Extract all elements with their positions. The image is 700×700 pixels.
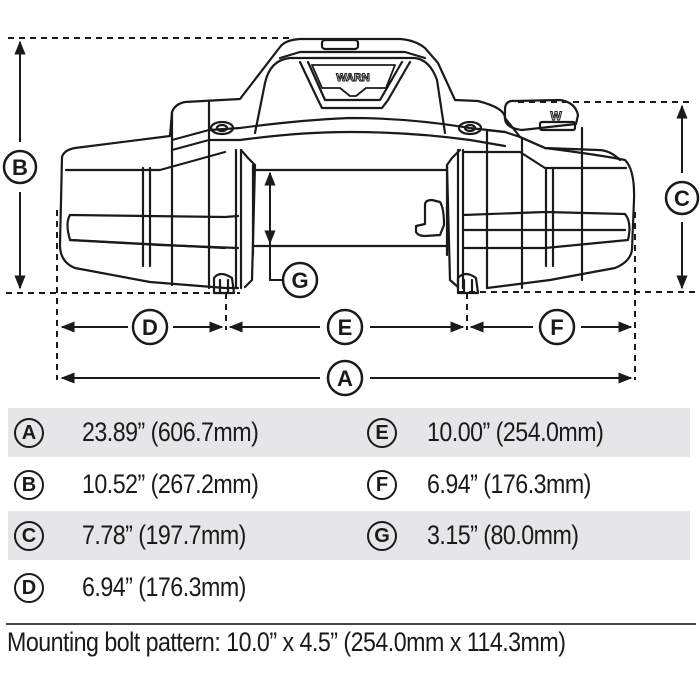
dimension-arrows (14, 40, 688, 384)
spec-value-c: 7.78” (197.7mm) (82, 520, 246, 550)
label-badge-f: F (367, 469, 397, 500)
label-badge-g: G (367, 520, 397, 551)
spec-g: G 3.15” (80.0mm) (367, 511, 603, 560)
spec-value-a: 23.89” (606.7mm) (82, 417, 259, 447)
spec-value-b: 10.52” (267.2mm) (82, 469, 259, 499)
footer-divider (6, 623, 696, 625)
spec-e: E 10.00” (254.0mm) (367, 408, 632, 457)
spec-value-d: 6.94” (176.3mm) (82, 572, 246, 602)
svg-text:E: E (338, 315, 353, 340)
svg-text:F: F (550, 315, 563, 340)
spec-b: B 10.52” (267.2mm) (14, 460, 287, 509)
spec-row: A 23.89” (606.7mm) E 10.00” (254.0mm) (8, 408, 690, 457)
spec-c: C 7.78” (197.7mm) (14, 511, 273, 560)
label-badge-c: C (14, 520, 44, 551)
svg-text:D: D (142, 315, 158, 340)
svg-text:A: A (337, 366, 353, 391)
label-badge-b: B (14, 469, 44, 500)
winch-outline (58, 37, 636, 295)
svg-text:B: B (12, 155, 28, 180)
dimension-label-b: B (2, 149, 38, 185)
svg-text:C: C (674, 186, 690, 211)
spec-row: D 6.94” (176.3mm) (8, 563, 690, 612)
label-badge-d: D (14, 572, 44, 603)
dimension-label-d: D (131, 308, 169, 346)
warn-side-logo: W (550, 109, 562, 123)
spec-value-e: 10.00” (254.0mm) (427, 417, 604, 447)
dimension-label-a: A (326, 359, 364, 397)
spec-value-f: 6.94” (176.3mm) (427, 469, 591, 499)
dimension-label-c: C (664, 180, 700, 216)
label-badge-e: E (367, 417, 397, 448)
svg-text:G: G (291, 268, 308, 293)
dimension-label-e: E (326, 308, 364, 346)
spec-a: A 23.89” (606.7mm) (14, 408, 287, 457)
spec-row: B 10.52” (267.2mm) F 6.94” (176.3mm) (8, 460, 690, 509)
warn-logo: WARN (336, 72, 370, 84)
spec-f: F 6.94” (176.3mm) (367, 460, 618, 509)
winch-dimension-diagram: WARN W B (2, 37, 700, 397)
spec-row: C 7.78” (197.7mm) G 3.15” (80.0mm) (8, 511, 690, 560)
dimension-label-f: F (538, 308, 576, 346)
dimension-label-g: G (281, 261, 319, 299)
spec-value-g: 3.15” (80.0mm) (427, 520, 579, 550)
mounting-bolt-pattern: Mounting bolt pattern: 10.0” x 4.5” (254… (7, 626, 566, 657)
label-badge-a: A (14, 417, 44, 448)
spec-d: D 6.94” (176.3mm) (14, 563, 273, 612)
dimension-guides (6, 37, 695, 380)
